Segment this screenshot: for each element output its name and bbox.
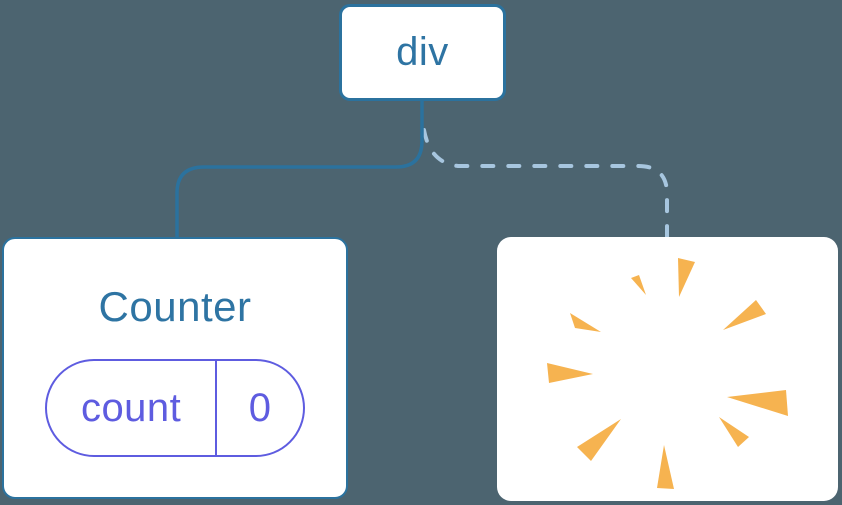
poof-ray <box>727 390 788 416</box>
poof-ray <box>719 417 749 447</box>
state-pill: count 0 <box>45 359 305 457</box>
poof-starburst-icon <box>547 258 788 489</box>
poof-ray <box>547 363 593 383</box>
state-key-label: count <box>80 385 182 430</box>
poof-ray <box>577 419 621 461</box>
state-pill-value: 0 <box>217 361 303 455</box>
poof-ray <box>570 313 601 332</box>
poof-ray <box>657 445 674 489</box>
connector-solid-counter <box>175 100 424 238</box>
poof-ray <box>631 275 646 295</box>
state-value-label: 0 <box>248 385 272 430</box>
connector-dashed-removed <box>422 128 669 240</box>
counter-node-title: Counter <box>98 283 252 330</box>
state-pill-key: count <box>47 361 218 455</box>
poof-ray <box>723 300 766 330</box>
poof-ray <box>678 258 695 297</box>
tree-node-removed <box>497 237 838 501</box>
tree-node-div: div <box>339 4 506 101</box>
tree-node-counter: Counter count 0 <box>2 237 348 499</box>
node-label-div: div <box>396 30 449 74</box>
